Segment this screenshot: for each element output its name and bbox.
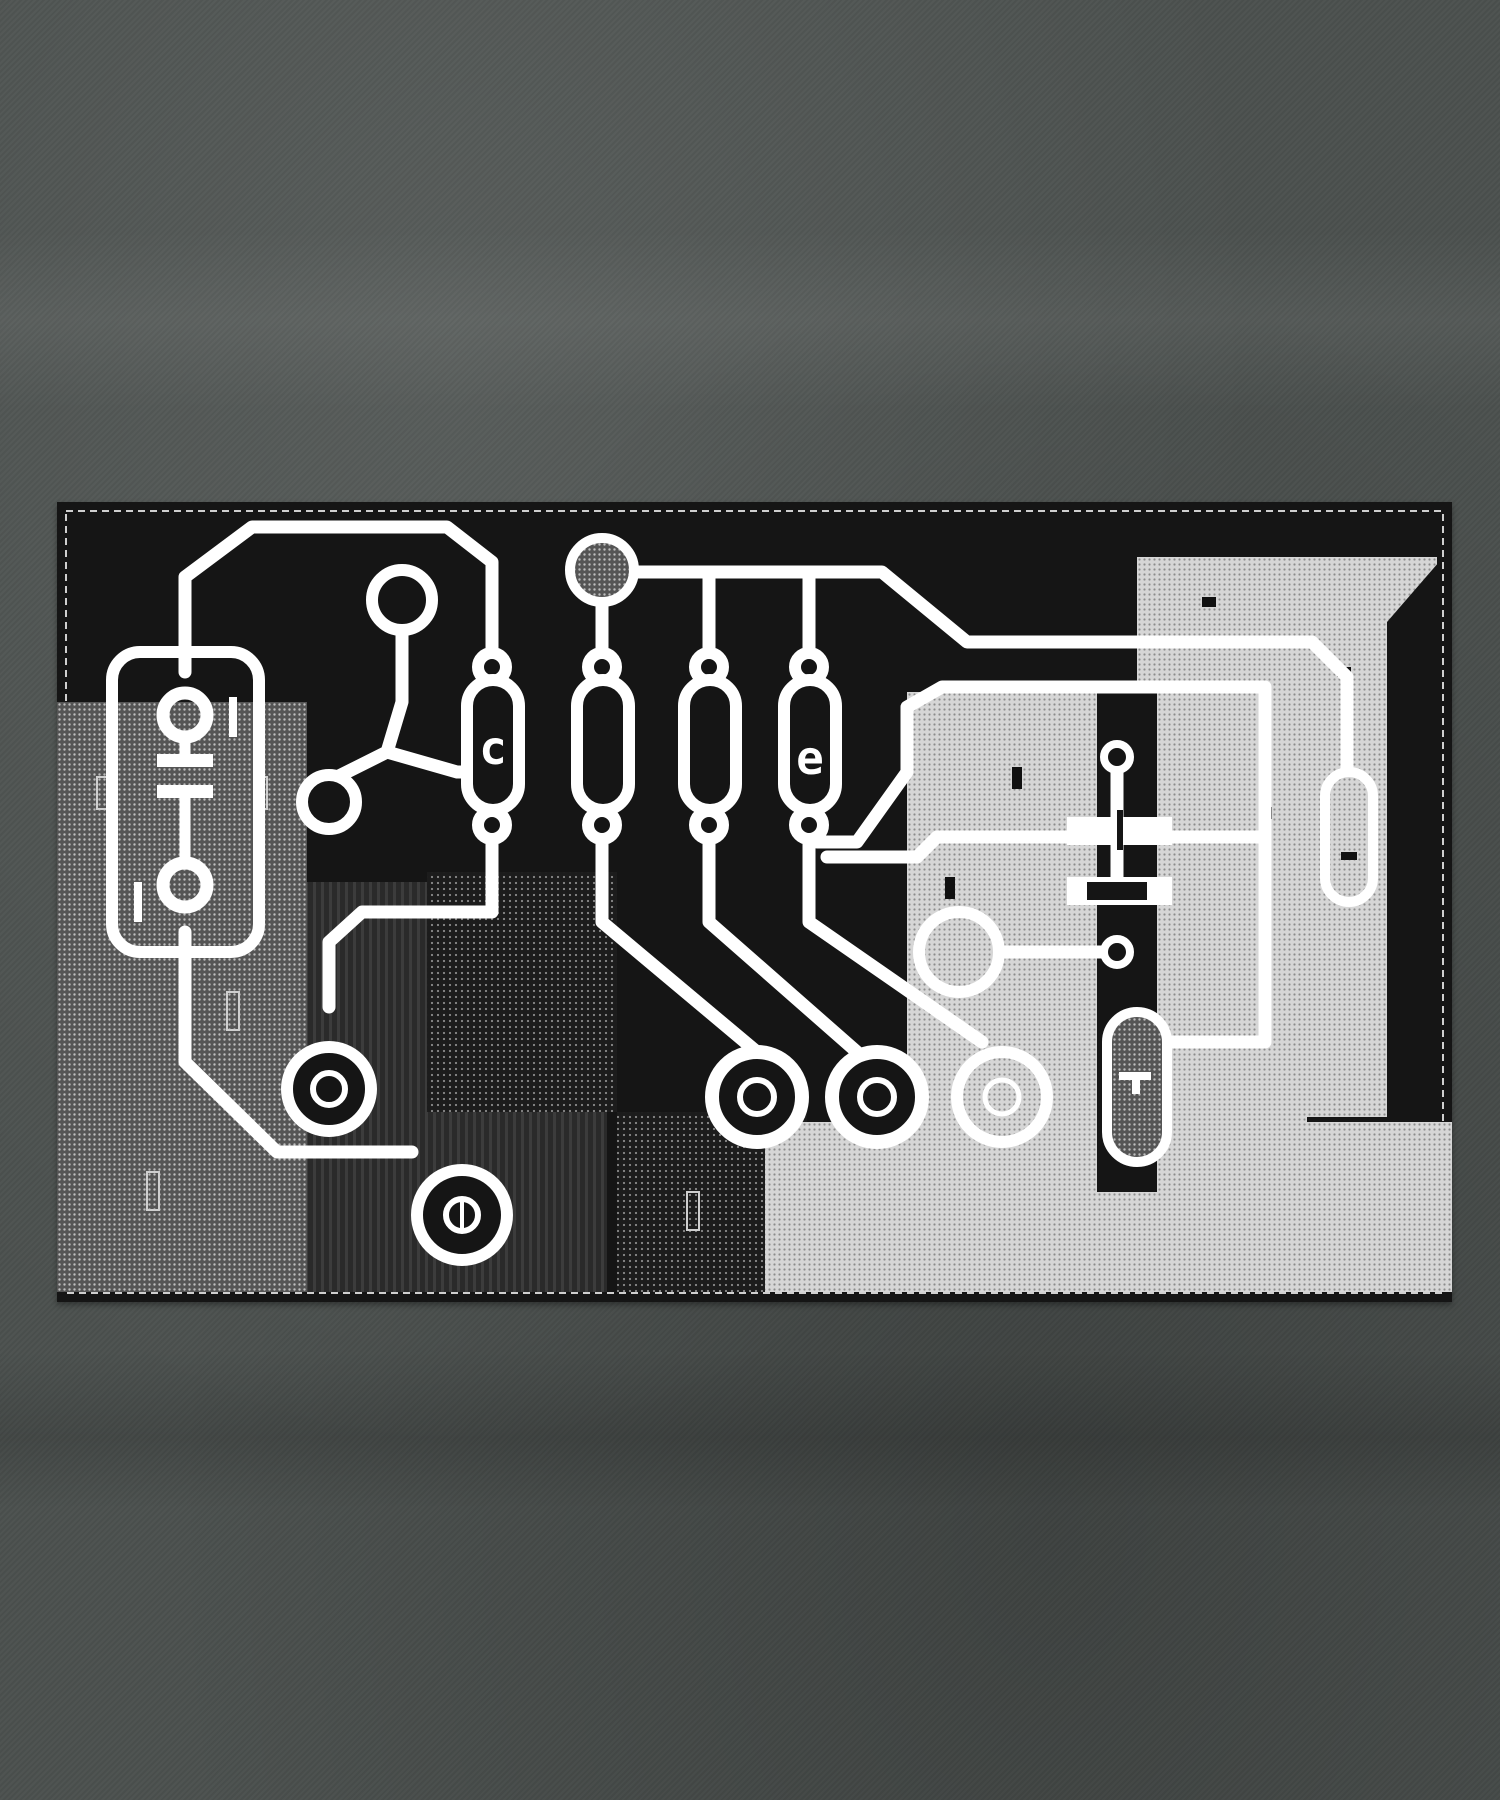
resistor-bodies bbox=[461, 674, 842, 816]
woven-circuit-board-patch: c e bbox=[57, 502, 1452, 1302]
fabric-fold-highlight bbox=[0, 230, 1500, 410]
dark-wedge-right bbox=[1387, 562, 1439, 1117]
fabric-fold-shadow bbox=[0, 1350, 1500, 1510]
left-component-block bbox=[106, 646, 265, 958]
pad-top-dotted bbox=[565, 533, 639, 607]
circuit-traces bbox=[178, 520, 1354, 1159]
marking-e: e bbox=[796, 731, 824, 785]
circuit-board-graphic: c e bbox=[57, 502, 1452, 1302]
marking-c: c bbox=[479, 721, 507, 775]
right-components bbox=[1067, 740, 1378, 1167]
large-pads bbox=[281, 906, 1053, 1266]
